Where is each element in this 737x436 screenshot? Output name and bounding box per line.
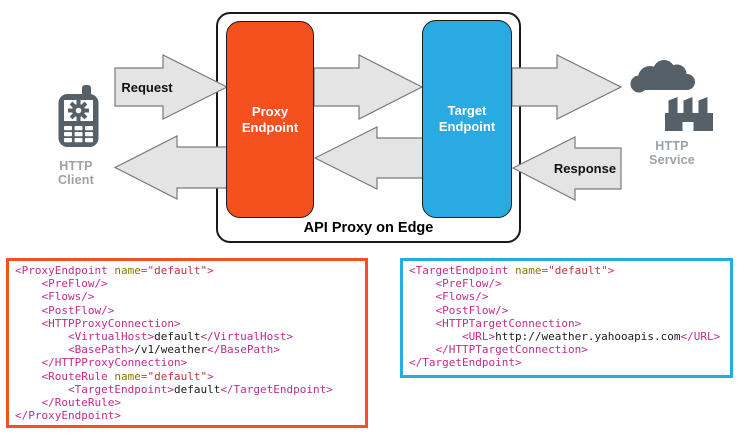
request-label: Request <box>121 80 173 95</box>
code-line: </TargetEndpoint> <box>409 356 522 370</box>
code-line: <PostFlow/> <box>41 303 115 317</box>
code-line: <HTTPProxyConnection> <box>41 316 181 330</box>
code-line: </RouteRule> <box>41 395 121 409</box>
proxy-endpoint-box: Proxy Endpoint <box>226 21 314 218</box>
mobile-phone-icon <box>58 85 99 147</box>
code-line: <PreFlow/> <box>435 277 502 291</box>
flow-arrows <box>113 54 623 201</box>
proxy-endpoint-label-line2: Endpoint <box>241 119 299 135</box>
proxy-endpoint-xml-block: <ProxyEndpoint name="default"> <PreFlow/… <box>6 258 368 428</box>
code-line: </HTTPProxyConnection> <box>41 356 188 370</box>
http-client-label-line1: HTTP <box>59 159 93 173</box>
code-line: <HTTPTargetConnection> <box>435 316 582 330</box>
factory-building <box>665 97 713 131</box>
code-line: <TargetEndpoint name="default"> <box>409 264 615 277</box>
code-line: </ProxyEndpoint> <box>15 409 121 423</box>
code-line: <BasePath>/v1/weather</BasePath> <box>67 343 280 357</box>
target-endpoint-box: Target Endpoint <box>422 20 512 218</box>
response-arrow <box>511 136 622 201</box>
http-service-label: HTTP Service <box>637 139 707 167</box>
phone-keypad <box>64 126 93 143</box>
container-title: API Proxy on Edge <box>303 220 434 236</box>
target-to-service-arrow <box>511 54 623 120</box>
code-line: <RouteRule name="default"> <box>41 369 214 383</box>
target-endpoint-label-line2: Endpoint <box>438 119 496 134</box>
code-line: <Flows/> <box>435 290 489 304</box>
code-line: <PreFlow/> <box>41 277 108 291</box>
code-line: <ProxyEndpoint name="default"> <box>15 264 214 277</box>
code-line: </HTTPTargetConnection> <box>435 343 588 357</box>
gear-icon <box>68 100 89 121</box>
code-line: <VirtualHost>default</VirtualHost> <box>67 329 294 343</box>
target-endpoint-label-line1: Target <box>447 103 487 118</box>
http-service-label-line1: HTTP <box>655 139 689 153</box>
proxy-to-target-arrow <box>313 54 424 120</box>
http-client-label: HTTP Client <box>41 159 111 187</box>
code-line: <PostFlow/> <box>435 303 509 317</box>
http-service-label-line2: Service <box>649 153 695 167</box>
proxy-to-client-arrow <box>113 135 229 200</box>
request-arrow <box>114 54 229 120</box>
target-endpoint-xml-block: <TargetEndpoint name="default"> <PreFlow… <box>400 258 733 378</box>
code-line: <TargetEndpoint>default</TargetEndpoint> <box>67 382 333 396</box>
code-line: <Flows/> <box>41 290 95 304</box>
target-to-proxy-arrow <box>313 126 424 190</box>
http-client-label-line2: Client <box>58 173 94 187</box>
smoke-cloud <box>630 60 695 93</box>
factory-icon <box>630 60 713 131</box>
code-line: <URL>http://weather.yahooapis.com</URL> <box>461 329 721 343</box>
proxy-endpoint-label-line1: Proxy <box>251 103 289 119</box>
response-label: Response <box>553 161 617 176</box>
